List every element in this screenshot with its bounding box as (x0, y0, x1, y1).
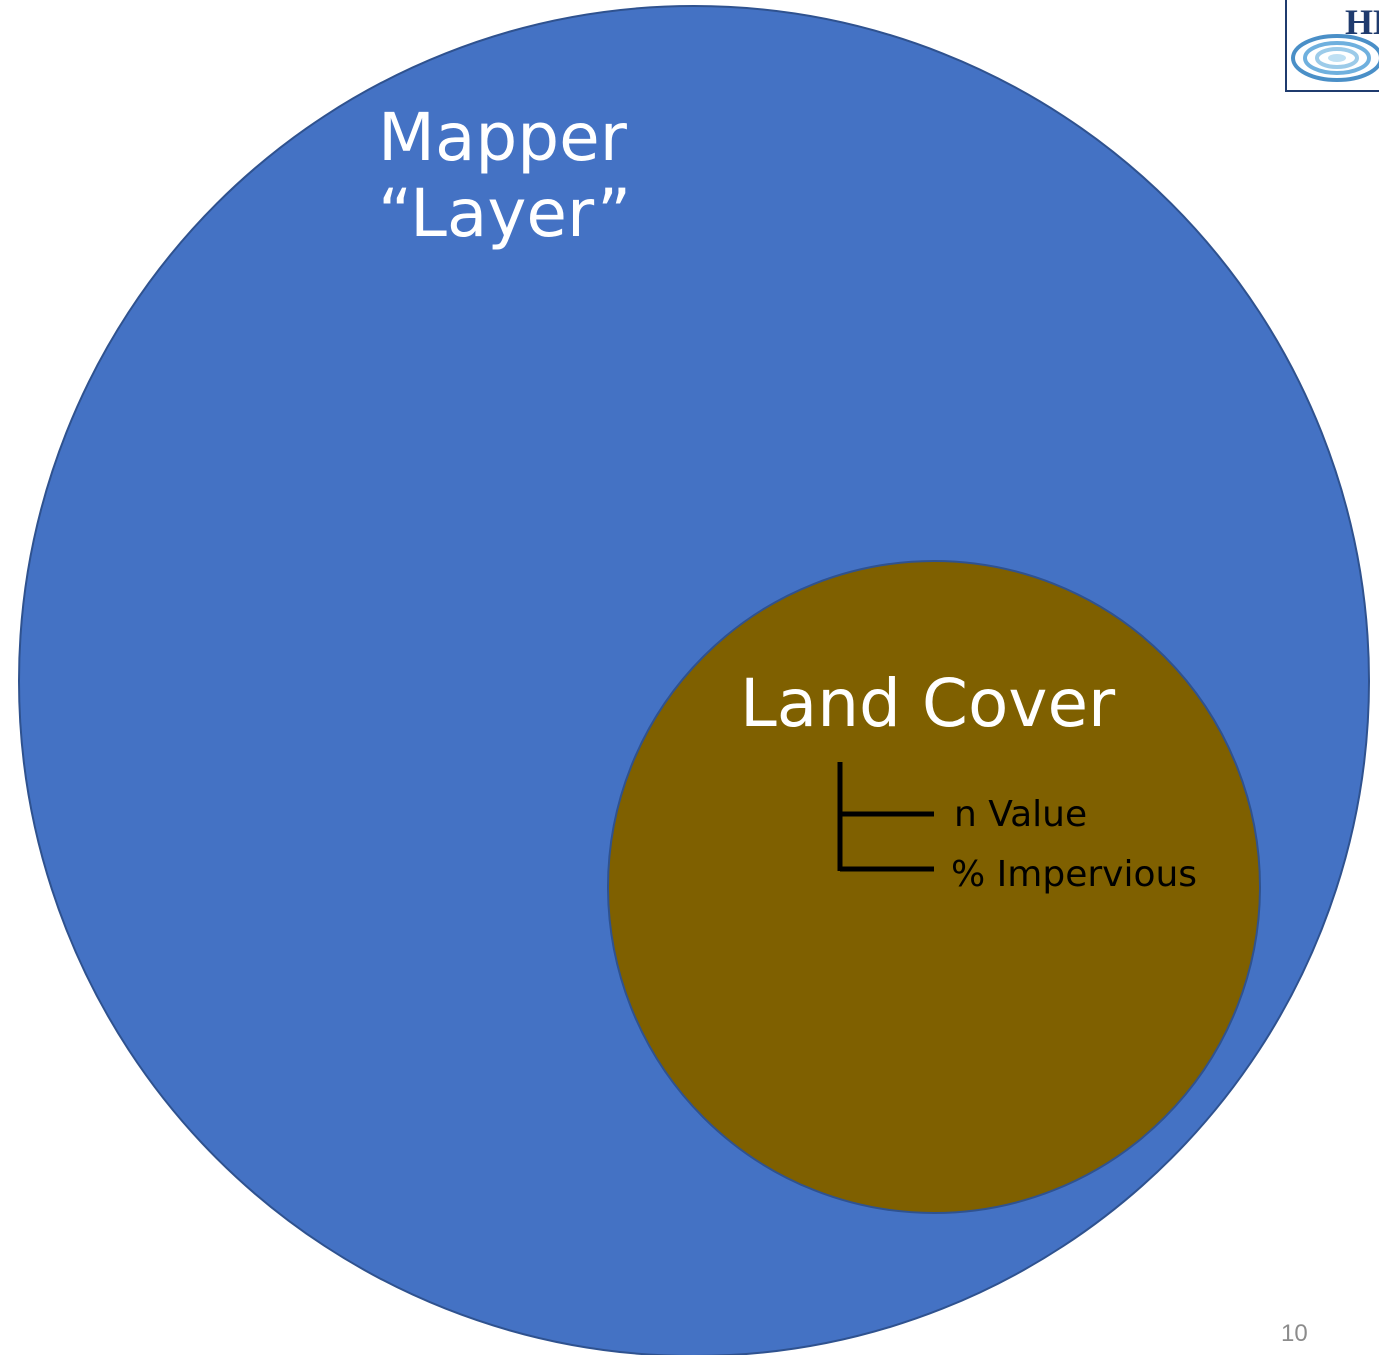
outer-circle-label: Mapper “Layer” (378, 100, 631, 252)
slide-page-number: 10 (1281, 1320, 1308, 1347)
inner-circle-label: Land Cover (740, 665, 1116, 742)
attribute-percent-impervious: % Impervious (951, 854, 1198, 895)
inner-circle-land-cover (607, 560, 1261, 1214)
attribute-n-value: n Value (954, 794, 1088, 835)
outer-label-line2: “Layer” (378, 175, 632, 252)
logo-graphic (1291, 34, 1379, 82)
attribute-bracket (837, 762, 934, 872)
logo-text: HEC (1345, 2, 1379, 42)
water-ripple-logo-icon: HEC (1285, 0, 1379, 92)
outer-label-line1: Mapper (378, 99, 627, 176)
